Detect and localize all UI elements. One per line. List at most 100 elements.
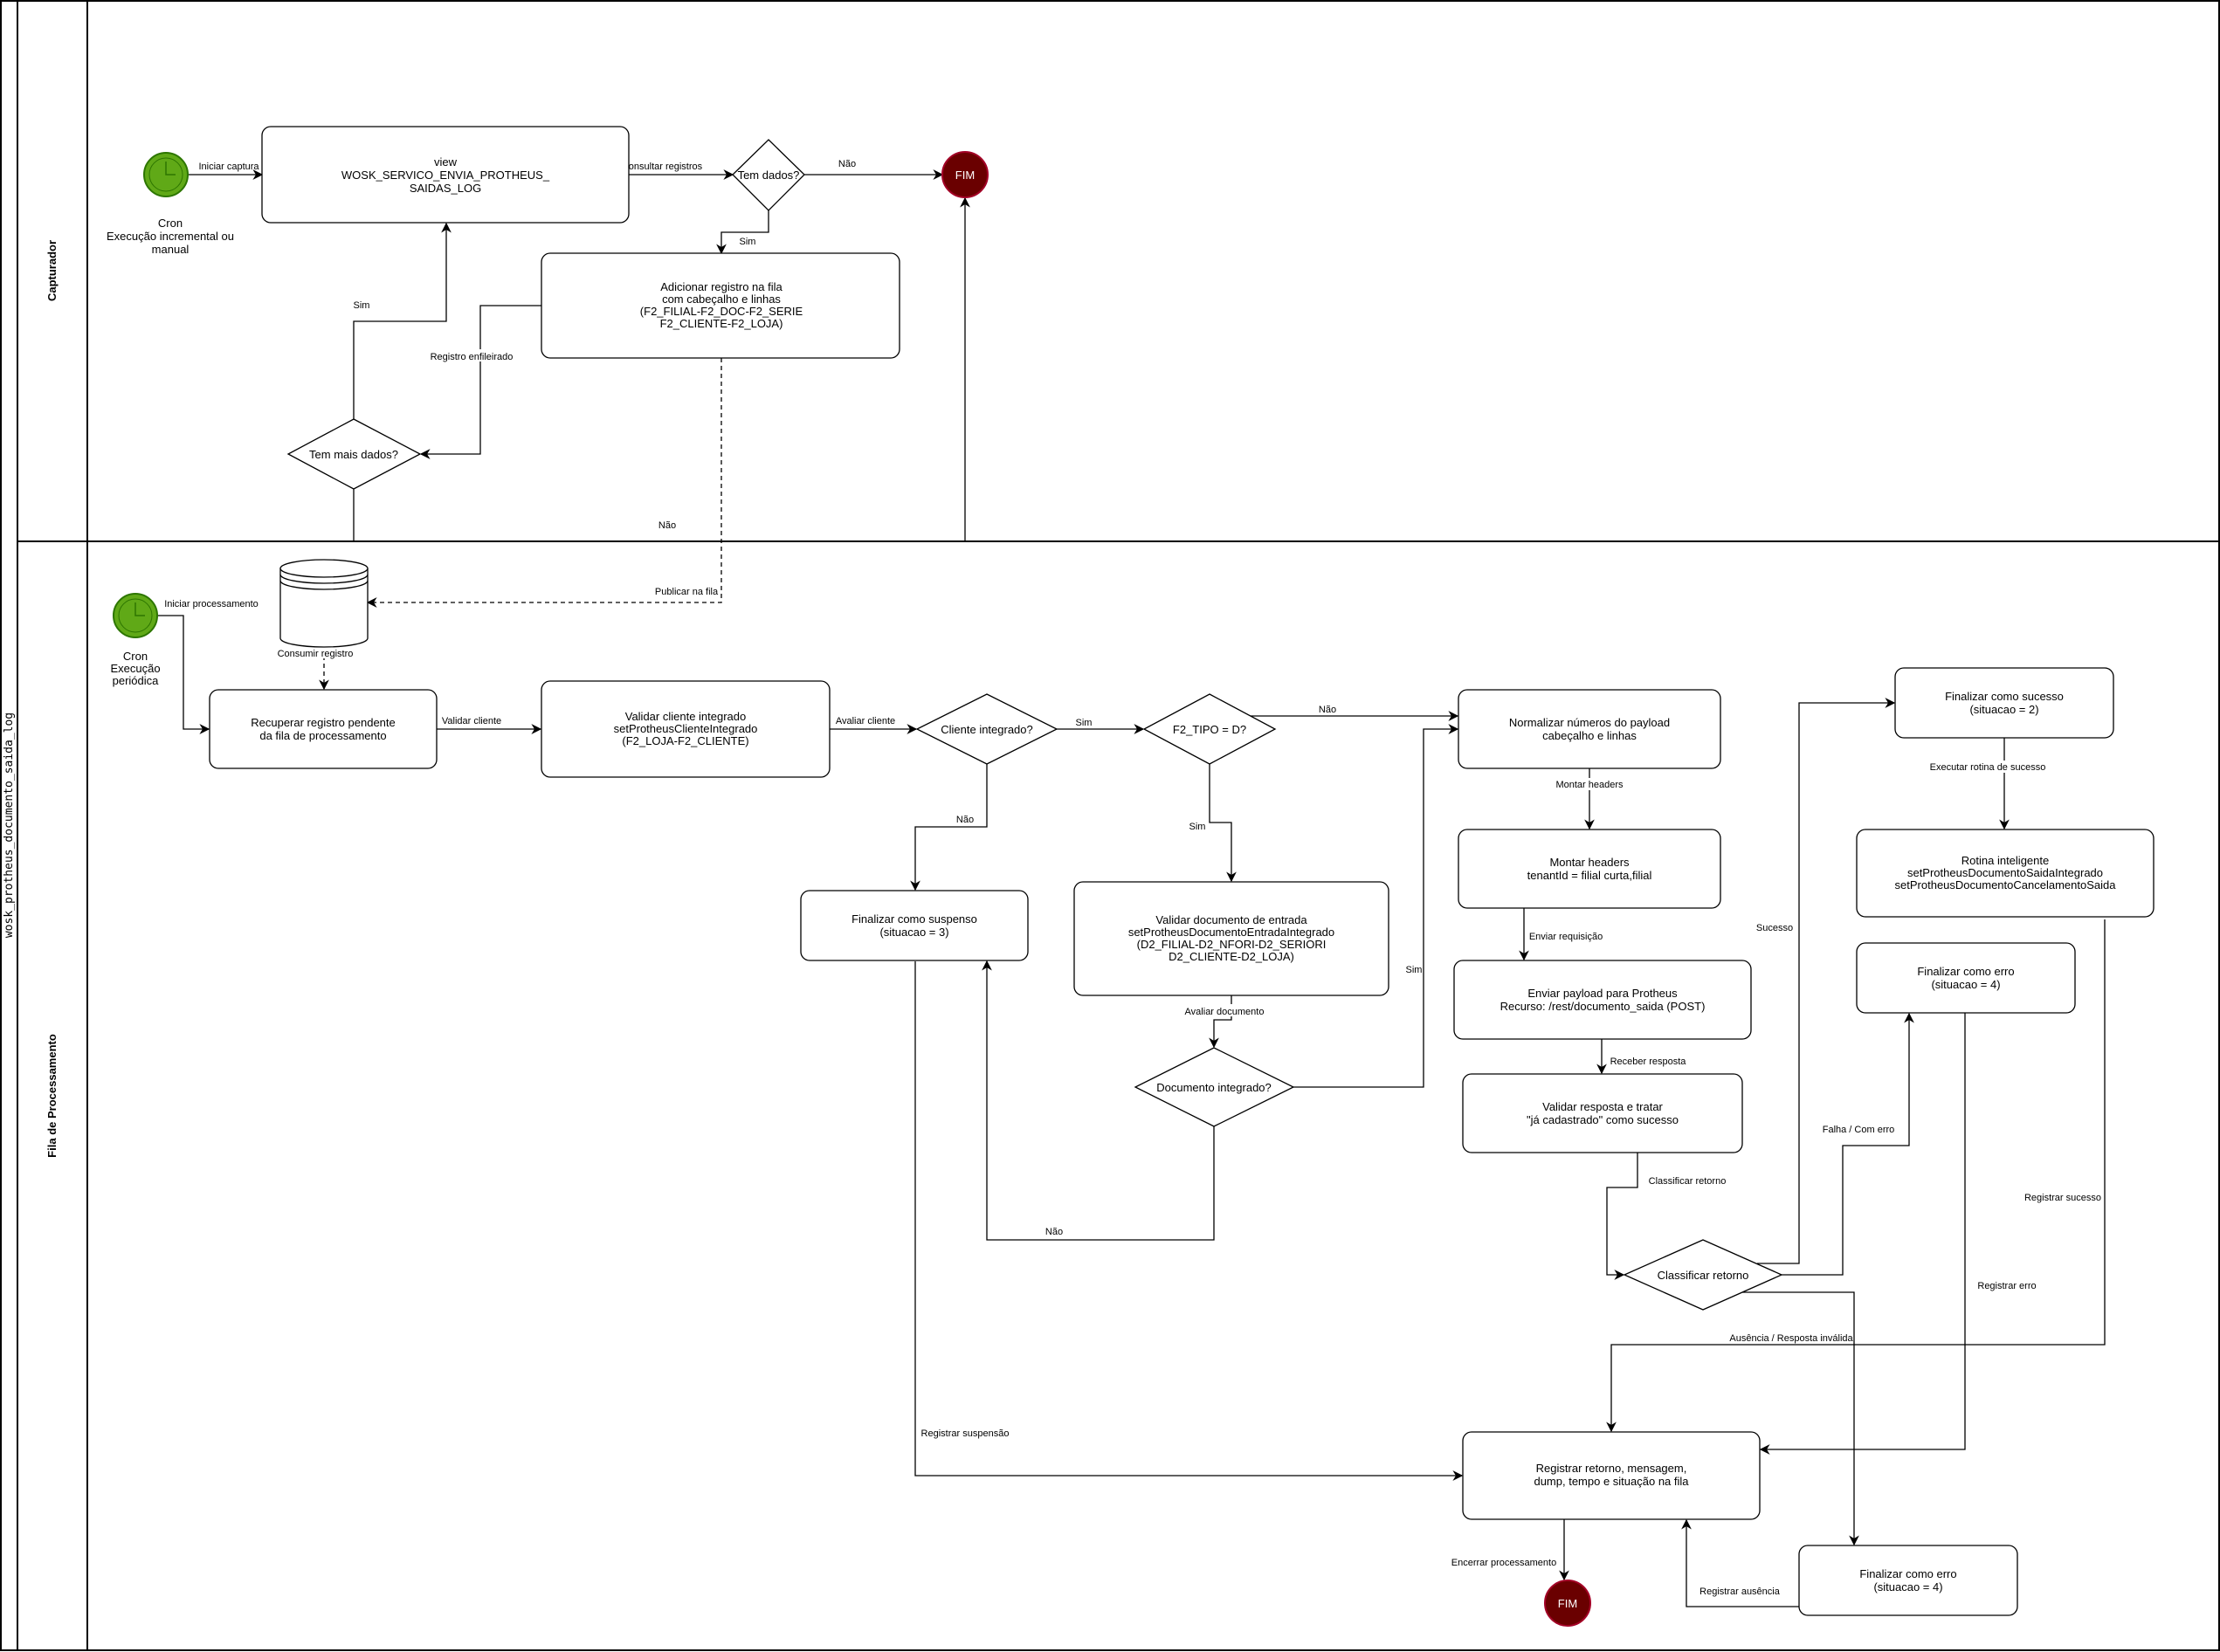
edges xyxy=(158,169,2106,1607)
gateway-label: Classificar retorno xyxy=(1658,1269,1749,1282)
datastore-fila[interactable] xyxy=(279,559,369,648)
end-event-fim-capture[interactable]: FIM xyxy=(941,151,989,198)
task-validar-documento[interactable]: Validar documento de entrada setProtheus… xyxy=(1073,881,1389,996)
task-finalizar-suspenso[interactable]: Finalizar como suspenso (situacao = 3) xyxy=(800,890,1029,961)
task-adicionar-registro[interactable]: Adicionar registro na fila com cabeçalho… xyxy=(541,252,900,359)
task-label-line: Montar headers xyxy=(1549,856,1630,869)
edge-label-enviar-requisicao: Enviar requisição xyxy=(1529,932,1603,942)
task-label-line: Rotina inteligente xyxy=(1961,854,2049,867)
edge-iniciar-processamento[interactable] xyxy=(158,615,210,734)
task-box xyxy=(261,126,630,224)
edge-label-nao-documento: Não xyxy=(1045,1227,1063,1237)
start-event-cron-processamento[interactable]: Cron Execução periódica xyxy=(110,593,161,687)
edge-label-ausencia-resposta-invalida: Ausência / Resposta inválida xyxy=(1729,1333,1853,1344)
task-label-line: setProtheusDocumentoSaidaIntegrado xyxy=(1907,866,2103,879)
edge-sucesso[interactable] xyxy=(1757,698,1896,1264)
clock-face xyxy=(148,157,183,192)
task-label-line: (F2_LOJA-F2_CLIENTE) xyxy=(622,734,748,747)
task-box xyxy=(1462,1073,1743,1153)
task-box xyxy=(1458,689,1721,769)
gateway-diamond xyxy=(915,693,1058,765)
edge-label-iniciar-captura: Iniciar captura xyxy=(198,162,259,172)
task-label-line: D2_CLIENTE-D2_LOJA) xyxy=(1169,950,1294,963)
edge-registrar-sucesso[interactable] xyxy=(1606,919,2106,1433)
task-montar-headers[interactable]: Montar headers tenantId = filial curta,f… xyxy=(1458,829,1721,909)
edge-nao-cliente[interactable] xyxy=(910,764,988,891)
end-event-fim-processamento[interactable]: FIM xyxy=(1544,1580,1591,1627)
gateway-documento-integrado[interactable]: Documento integrado? xyxy=(1134,1047,1295,1127)
task-finalizar-erro-falha[interactable]: Finalizar como erro (situacao = 4) xyxy=(1856,942,2076,1014)
task-label-line: (F2_FILIAL-F2_DOC-F2_SERIE xyxy=(640,305,803,318)
task-normalizar-payload[interactable]: Normalizar números do payload cabeçalho … xyxy=(1458,689,1721,769)
gateway-diamond xyxy=(1623,1239,1783,1311)
task-label-line: view xyxy=(434,155,458,169)
gateway-cliente-integrado[interactable]: Cliente integrado? xyxy=(915,693,1058,765)
task-rotina-inteligente[interactable]: Rotina inteligente setProtheusDocumentoS… xyxy=(1856,829,2155,918)
task-view[interactable]: view WOSK_SERVICO_ENVIA_PROTHEUS_ SAIDAS… xyxy=(261,126,630,224)
task-validar-resposta[interactable]: Validar resposta e tratar "já cadastrado… xyxy=(1462,1073,1743,1153)
edge-sim-documento[interactable] xyxy=(1293,724,1459,1088)
task-label-line: cabeçalho e linhas xyxy=(1542,729,1637,742)
task-label-line: WOSK_SERVICO_ENVIA_PROTHEUS_ xyxy=(341,169,550,182)
edge-sim-f2-tipo[interactable] xyxy=(1209,764,1237,883)
gateway-diamond xyxy=(286,418,422,490)
edge-registro-enfileirado[interactable] xyxy=(419,305,541,459)
gateway-tem-mais-dados[interactable]: Tem mais dados? xyxy=(286,418,422,490)
task-label-line: Recurso: /rest/documento_saida (POST) xyxy=(1500,1000,1706,1013)
task-enviar-payload[interactable]: Enviar payload para Protheus Recurso: /r… xyxy=(1453,960,1752,1040)
task-label-line: Validar cliente integrado xyxy=(625,710,747,723)
edge-sim-tem-mais[interactable] xyxy=(353,222,452,419)
edge-registrar-ausencia[interactable] xyxy=(1681,1518,1799,1607)
task-label-line: "já cadastrado" como sucesso xyxy=(1527,1113,1679,1126)
task-label-line: (situacao = 4) xyxy=(1931,978,2000,991)
edge-label-consumir-registro: Consumir registro xyxy=(278,649,354,659)
task-label-line: dump, tempo e situação na fila xyxy=(1534,1475,1689,1488)
task-box xyxy=(541,252,900,359)
task-label-line: Validar resposta e tratar xyxy=(1542,1100,1663,1113)
task-label-line: Normalizar números do payload xyxy=(1509,716,1670,729)
edge-label-nao-f2-tipo: Não xyxy=(1319,705,1336,715)
task-finalizar-sucesso[interactable]: Finalizar como sucesso (situacao = 2) xyxy=(1894,667,2114,739)
database-top xyxy=(279,559,369,578)
start-event-label-line: manual xyxy=(152,243,190,256)
edge-nao-documento[interactable] xyxy=(982,960,1215,1241)
task-label-line: Finalizar como erro xyxy=(1859,1567,1956,1580)
edge-label-falha-com-erro: Falha / Com erro xyxy=(1823,1125,1895,1135)
clock-face xyxy=(118,598,153,633)
start-event-cron-capture[interactable]: Cron Execução incremental ou manual xyxy=(107,152,234,256)
task-box xyxy=(1856,829,2155,918)
gateway-tem-dados[interactable]: Tem dados? xyxy=(732,139,805,211)
task-finalizar-erro-ausencia[interactable]: Finalizar como erro (situacao = 4) xyxy=(1798,1545,2018,1616)
task-box xyxy=(1894,667,2114,739)
task-label-line: (situacao = 3) xyxy=(879,926,948,939)
edge-avaliar-documento[interactable] xyxy=(1209,995,1232,1049)
edge-sim-tem-dados[interactable] xyxy=(716,210,769,255)
gateway-f2-tipo[interactable]: F2_TIPO = D? xyxy=(1142,693,1277,765)
label-bg xyxy=(1932,761,2044,773)
label-bg xyxy=(276,646,372,658)
edge-registrar-suspensao[interactable] xyxy=(914,961,1464,1481)
gateway-label: F2_TIPO = D? xyxy=(1173,723,1246,736)
edge-label-sim-documento: Sim xyxy=(1406,965,1423,975)
task-label-line: Finalizar como erro xyxy=(1917,965,2014,978)
task-validar-cliente[interactable]: Validar cliente integrado setProtheusCli… xyxy=(541,680,831,778)
start-event-label-line: Cron xyxy=(158,217,183,230)
task-box xyxy=(1462,1431,1761,1520)
task-registrar-retorno[interactable]: Registrar retorno, mensagem, dump, tempo… xyxy=(1462,1431,1761,1520)
edge-classificar-retorno[interactable] xyxy=(1606,1151,1638,1280)
task-label-line: Recuperar registro pendente xyxy=(251,716,396,729)
task-recuperar-registro[interactable]: Recuperar registro pendente da fila de p… xyxy=(209,689,438,769)
edge-publicar-fila[interactable] xyxy=(366,358,722,608)
edge-falha-com-erro[interactable] xyxy=(1782,1012,1914,1276)
edge-registrar-erro[interactable] xyxy=(1759,1013,1966,1455)
edge-label-nao-cliente: Não xyxy=(956,815,974,825)
gateway-diamond xyxy=(732,139,805,211)
gateway-classificar-retorno[interactable]: Classificar retorno xyxy=(1623,1239,1783,1311)
edge-ausencia-para-erro[interactable] xyxy=(1742,1291,1859,1546)
database-ring xyxy=(279,574,369,584)
task-label-line: com cabeçalho e linhas xyxy=(662,293,781,306)
edge-label-publicar-fila: Publicar na fila xyxy=(655,587,719,597)
